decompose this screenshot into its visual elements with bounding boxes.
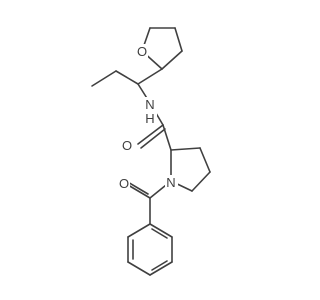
pyrrolidine-ring <box>170 147 211 192</box>
bond <box>127 261 151 276</box>
bond <box>199 147 211 173</box>
bond <box>137 124 164 145</box>
bond <box>151 228 168 239</box>
bond <box>151 260 168 271</box>
atom-labels: O N H O N O <box>118 44 178 191</box>
atom-label-oxygen: O <box>122 138 132 153</box>
bond <box>149 261 173 276</box>
amide-linkage <box>137 102 172 151</box>
atom-label-oxygen: O <box>137 44 147 59</box>
bond <box>91 70 117 87</box>
bond <box>127 184 151 199</box>
bond <box>140 128 166 149</box>
atom-label-oxygen: O <box>119 176 129 191</box>
bond <box>115 70 139 85</box>
bond <box>191 171 211 192</box>
molecule-diagram: O N H O N O <box>91 27 211 276</box>
benzene-ring <box>127 223 173 276</box>
atom-label-nitrogen: N <box>145 97 154 112</box>
atom-label-hydrogen: H <box>145 111 154 126</box>
bond <box>162 124 172 151</box>
bond <box>161 50 183 70</box>
bond <box>127 223 151 238</box>
benzoyl-group <box>125 180 172 225</box>
bond <box>137 68 163 85</box>
bond <box>174 27 183 52</box>
bond <box>149 223 173 238</box>
tetrahydrofuran-ring <box>141 27 183 70</box>
bond <box>170 147 201 151</box>
atom-label-nitrogen: N <box>166 175 175 190</box>
